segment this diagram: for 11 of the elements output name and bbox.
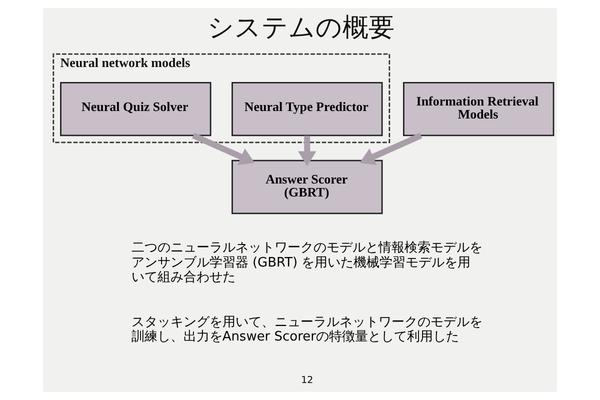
diagram-title: システムの概要	[207, 12, 394, 43]
node-box: Answer Scorer (GBRT)	[232, 160, 383, 214]
node-box: Neural Quiz Solver	[60, 82, 212, 136]
label: スタッキングを用いて、ニューラルネットワークのモデルを訓練し、出力をAnswer Scorerの特徴量として利用した	[131, 315, 482, 345]
label: 二つのニューラルネットワークのモデルと情報検索モデルをアンサンブル学習器 (GBRT) を用いた機械学習モデルを用いて組み合わせた	[131, 240, 482, 285]
arrow	[192, 132, 255, 166]
label: 12	[301, 374, 314, 386]
node-box: Neural Type Predictor	[232, 82, 383, 136]
node-box: Information Retrieval Models	[403, 82, 554, 136]
arrow	[360, 132, 422, 166]
arrow	[298, 136, 316, 166]
